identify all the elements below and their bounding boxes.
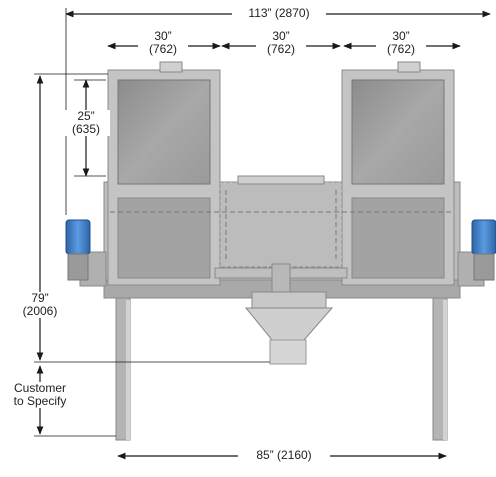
leg-height-text: Customer to Specify — [13, 381, 67, 408]
overall-height-text: 79” (2006) — [22, 291, 58, 318]
leg-span-label: 85” (2160) — [238, 449, 330, 462]
hopper-right-width-text: 30” (762) — [386, 29, 415, 56]
hopper-left-width-text: 30” (762) — [148, 29, 177, 56]
overall-height-label: 79” (2006) — [16, 292, 64, 318]
support-legs — [115, 289, 448, 441]
overall-width-label: 113” (2870) — [232, 7, 326, 20]
motor-left-icon — [65, 219, 91, 281]
hopper-left-width-label: 30” (762) — [138, 30, 188, 56]
machine-body — [79, 61, 485, 365]
center-gap-width-label: 30” (762) — [256, 30, 306, 56]
hopper-height-text: 25” (635) — [71, 109, 100, 136]
hopper-right-width-label: 30” (762) — [376, 30, 426, 56]
center-gap-width-text: 30” (762) — [266, 29, 295, 56]
leg-height-label: Customer to Specify — [4, 382, 76, 408]
hopper-height-label: 25” (635) — [62, 110, 110, 136]
motor-right-icon — [471, 219, 496, 281]
